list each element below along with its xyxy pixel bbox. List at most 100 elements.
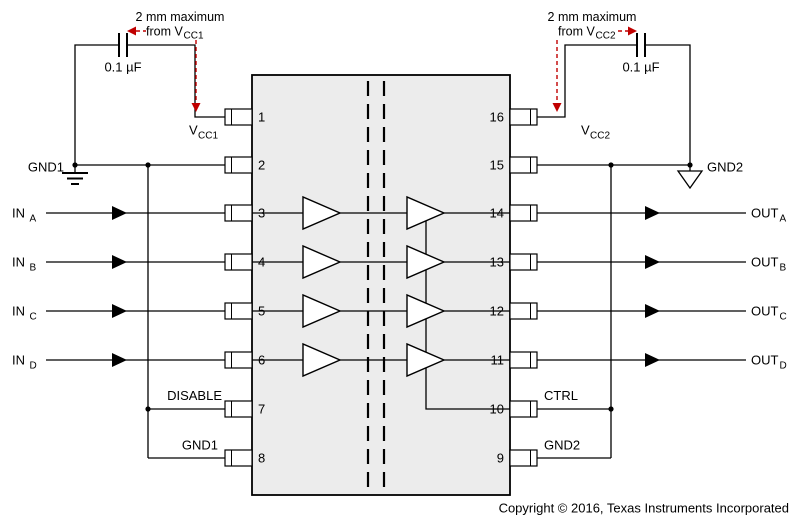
pin-number: 15 xyxy=(490,158,504,173)
channel-d-buffers xyxy=(252,342,510,378)
capacitor-right-value: 0.1 µF xyxy=(622,60,659,75)
svg-text:V: V xyxy=(581,123,590,138)
output-label: OUT xyxy=(751,255,779,270)
pin-left-1: 1 xyxy=(224,108,265,126)
channel-a-buffers xyxy=(252,195,510,231)
pin-box xyxy=(224,253,253,271)
output-c: OUT C xyxy=(537,304,787,323)
buffer-icon xyxy=(302,342,342,378)
svg-text:CC2: CC2 xyxy=(590,131,610,142)
pin-box xyxy=(509,204,538,222)
pin-number: 10 xyxy=(490,402,504,417)
ic-body xyxy=(251,74,511,496)
vcc2-wire xyxy=(537,44,637,118)
input-label: IN xyxy=(12,304,25,319)
channel-b-buffers xyxy=(252,244,510,280)
buffer-icon xyxy=(302,195,342,231)
buffer-icon xyxy=(406,293,446,329)
pin-box xyxy=(509,302,538,320)
input-c: IN C xyxy=(12,304,225,323)
signal-arrow-icon xyxy=(645,353,660,367)
cap-to-gnd2-wire xyxy=(645,44,691,165)
pin-box xyxy=(224,156,253,174)
inputs: IN A IN B IN C IN D xyxy=(12,206,225,372)
pin-box xyxy=(224,302,253,320)
buffer-icon xyxy=(406,342,446,378)
junction-dot xyxy=(145,406,151,412)
dimension-arrow-left-icon xyxy=(127,26,136,36)
pin-number: 2 xyxy=(258,158,265,173)
pin-box xyxy=(224,351,253,369)
svg-text:V: V xyxy=(189,123,198,138)
output-b: OUT B xyxy=(537,255,787,274)
junction-dot xyxy=(687,162,693,168)
output-d: OUT D xyxy=(537,353,787,372)
gnd2-symbol-icon xyxy=(676,165,704,190)
input-label: IN xyxy=(12,353,25,368)
pin-box xyxy=(509,108,538,126)
pin-box xyxy=(224,449,253,467)
junction-dot xyxy=(608,162,614,168)
ctrl-label: CTRL xyxy=(544,388,578,403)
buffer-icon xyxy=(406,195,446,231)
vcc1-wire xyxy=(127,44,225,118)
input-label: IN xyxy=(12,206,25,221)
signal-arrow-icon xyxy=(645,304,660,318)
input-label: IN xyxy=(12,255,25,270)
copyright-text: Copyright © 2016, Texas Instruments Inco… xyxy=(499,501,789,516)
gnd1-pin-label: GND1 xyxy=(182,438,218,453)
output-label-sub: D xyxy=(780,361,787,372)
annotation-line2-sub: CC1 xyxy=(184,31,204,42)
dimension-arrow-down-icon xyxy=(552,103,562,112)
channel-c-buffers xyxy=(252,293,510,329)
pin-box xyxy=(509,400,538,418)
outputs: OUT A OUT B OUT C OUT D xyxy=(537,206,787,372)
gnd1-symbol-label: GND1 xyxy=(28,160,64,175)
pin-right-15: 15 xyxy=(490,156,538,174)
output-label: OUT xyxy=(751,353,779,368)
pin-labels: V CC1 DISABLE GND1 V CC2 CTRL GND2 xyxy=(167,123,610,453)
ctrl-internal-wire xyxy=(425,221,510,410)
annotation-line2: from V xyxy=(146,25,183,39)
signal-arrow-icon xyxy=(112,304,127,318)
vcc1-label: V CC1 xyxy=(189,123,218,142)
pin-left-8: 8 xyxy=(224,449,265,467)
pin-box xyxy=(224,400,253,418)
dimension-arrow-right-icon xyxy=(628,26,637,36)
buffer-icon xyxy=(302,244,342,280)
output-label-sub: C xyxy=(780,312,787,323)
input-b: IN B xyxy=(12,255,225,274)
pin-right-14: 14 xyxy=(490,204,538,222)
output-a: OUT A xyxy=(537,206,787,225)
input-label-sub: D xyxy=(30,361,37,372)
junction-dot xyxy=(145,162,151,168)
annotation-line1: 2 mm maximum xyxy=(548,10,637,24)
junction-dot xyxy=(608,406,614,412)
annotation-left: 2 mm maximum from V CC1 xyxy=(127,10,224,112)
buffer-icon xyxy=(406,244,446,280)
pin-number: 16 xyxy=(490,110,504,125)
pin-left-2: 2 xyxy=(224,156,265,174)
buffer-icon xyxy=(302,293,342,329)
pin-box xyxy=(224,204,253,222)
pin-number: 1 xyxy=(258,110,265,125)
junction-dot xyxy=(72,162,78,168)
annotation-right: 2 mm maximum from V CC2 xyxy=(548,10,637,112)
signal-arrow-icon xyxy=(112,255,127,269)
ic-package xyxy=(251,74,511,496)
pin-number: 9 xyxy=(497,451,504,466)
pin-right-16: 16 xyxy=(490,108,538,126)
input-a: IN A xyxy=(12,206,225,225)
annotation-line2: from V xyxy=(558,25,595,39)
input-label-sub: B xyxy=(30,263,37,274)
pin-box xyxy=(509,351,538,369)
pin-box xyxy=(509,156,538,174)
signal-arrow-icon xyxy=(112,353,127,367)
pin-box xyxy=(509,253,538,271)
cap-to-gnd1-wire xyxy=(74,44,119,165)
left-supply-circuit: GND1 0.1 µF xyxy=(28,33,225,459)
gnd2-symbol-label: GND2 xyxy=(707,160,743,175)
svg-text:CC1: CC1 xyxy=(198,131,218,142)
pin-left-7: 7 xyxy=(224,400,265,418)
input-label-sub: A xyxy=(30,214,37,225)
